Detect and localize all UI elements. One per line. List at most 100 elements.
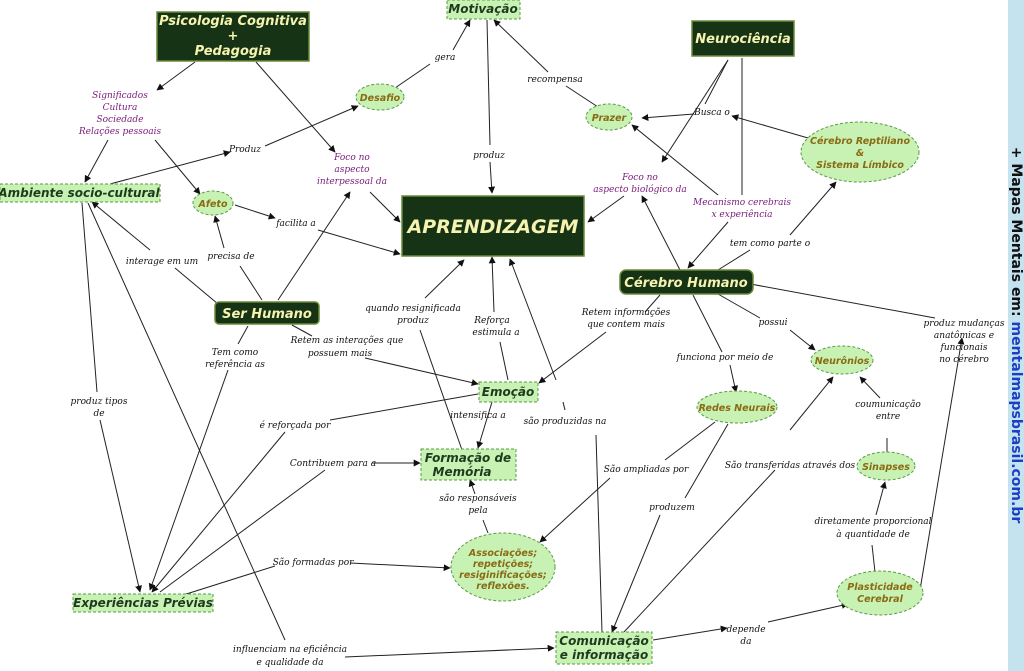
label-interage: interage em um bbox=[126, 257, 198, 267]
svg-text:Memória: Memória bbox=[433, 465, 492, 479]
label-coumunicacao: coumunicação entre bbox=[855, 399, 921, 422]
label-mecanismo: Mecanismo cerebrais x experiência bbox=[692, 198, 791, 220]
label-recompensa: recompensa bbox=[527, 75, 583, 85]
svg-text:Cerebral: Cerebral bbox=[857, 594, 903, 605]
svg-text:e qualidade da: e qualidade da bbox=[256, 658, 323, 668]
svg-text:Neurônios: Neurônios bbox=[815, 356, 870, 367]
label-influenciam: influenciam na eficiência e qualidade da bbox=[233, 644, 347, 668]
edges bbox=[81, 19, 965, 658]
svg-text:Cérebro Humano: Cérebro Humano bbox=[624, 276, 747, 291]
svg-text:Cérebro Reptiliano: Cérebro Reptiliano bbox=[810, 136, 910, 147]
label-possui: possui bbox=[758, 318, 787, 328]
label-funciona: funciona por meio de bbox=[676, 353, 774, 363]
label-busca: Busca o bbox=[693, 108, 730, 118]
label-quando-resignificada: quando resignificada produz bbox=[365, 304, 461, 326]
svg-text:coumunicação: coumunicação bbox=[855, 399, 921, 410]
node-cerebro-humano: Cérebro Humano bbox=[619, 269, 754, 295]
node-psicologia-pedagogia: Psicologia Cognitiva + Pedagogia bbox=[156, 11, 310, 62]
node-associacoes: Associações; repetições; resiginificaçõe… bbox=[450, 532, 556, 602]
svg-text:Afeto: Afeto bbox=[198, 199, 228, 210]
svg-text:quando resignificada: quando resignificada bbox=[365, 304, 461, 314]
svg-text:referência as: referência as bbox=[205, 359, 265, 370]
node-desafio: Desafio bbox=[355, 83, 405, 111]
svg-text:Formação de: Formação de bbox=[425, 451, 511, 465]
node-experiencias-previas: Experiências Prévias bbox=[72, 593, 214, 613]
svg-text:aspecto biológico da: aspecto biológico da bbox=[593, 184, 686, 195]
svg-text:repetições;: repetições; bbox=[473, 559, 533, 570]
node-ser-humano: Ser Humano bbox=[214, 301, 320, 325]
label-gera: gera bbox=[435, 53, 456, 63]
label-foco-interpessoal: Foco no aspecto interpessoal da bbox=[317, 153, 387, 187]
sidebar-banner bbox=[1008, 0, 1024, 671]
svg-text:Prazer: Prazer bbox=[592, 113, 628, 124]
svg-text:no cérebro: no cérebro bbox=[939, 354, 989, 365]
svg-text:estimula a: estimula a bbox=[472, 328, 519, 338]
node-sinapses: Sinapses bbox=[856, 451, 916, 481]
node-aprendizagem: APRENDIZAGEM bbox=[401, 195, 585, 257]
sidebar-prefix: + Mapas Mentais em: bbox=[1008, 146, 1024, 322]
sidebar-url-link[interactable]: mentalmapsbrasil.com.br bbox=[1008, 321, 1024, 524]
svg-text:influenciam na eficiência: influenciam na eficiência bbox=[233, 644, 347, 655]
svg-text:que contem mais: que contem mais bbox=[587, 320, 665, 330]
svg-text:funcionais: funcionais bbox=[940, 343, 988, 353]
node-plasticidade-cerebral: Plasticidade Cerebral bbox=[836, 570, 924, 616]
node-neuronios: Neurônios bbox=[810, 345, 874, 375]
node-emocao: Emoção bbox=[478, 381, 539, 403]
svg-text:Retem informações: Retem informações bbox=[581, 307, 671, 318]
label-responsaveis: são responsáveis pela bbox=[439, 493, 517, 516]
label-retem-interacoes: Retem as interações que possuem mais bbox=[290, 335, 404, 359]
label-reforca: Reforça estimula a bbox=[472, 316, 519, 338]
svg-text:produz tipos: produz tipos bbox=[71, 397, 128, 407]
svg-text:Significados: Significados bbox=[92, 91, 148, 101]
svg-text:possuem mais: possuem mais bbox=[308, 349, 373, 359]
label-produz-desafio: Produz bbox=[228, 145, 261, 155]
label-sao-transferidas: São transferidas através dos bbox=[725, 460, 856, 471]
svg-text:Foco no: Foco no bbox=[621, 173, 658, 183]
svg-text:Ser Humano: Ser Humano bbox=[222, 307, 312, 322]
node-ambiente-socio-cultural: Ambiente socio-cultural bbox=[0, 183, 161, 203]
svg-text:Comunicação: Comunicação bbox=[559, 634, 648, 648]
svg-text:Retem as interações que: Retem as interações que bbox=[290, 335, 404, 346]
label-contribuem: Contribuem para a bbox=[290, 459, 376, 469]
svg-text:Mecanismo cerebrais: Mecanismo cerebrais bbox=[692, 198, 791, 208]
node-redes-neurais: Redes Neurais bbox=[696, 390, 778, 424]
svg-text:Plasticidade: Plasticidade bbox=[847, 582, 913, 593]
svg-text:Associações;: Associações; bbox=[468, 548, 538, 559]
svg-text:são responsáveis: são responsáveis bbox=[439, 493, 517, 504]
svg-text:e informação: e informação bbox=[560, 648, 648, 662]
svg-text:de: de bbox=[93, 409, 104, 419]
label-facilita: facilita a bbox=[275, 219, 316, 229]
svg-text:anatômicas e: anatômicas e bbox=[934, 330, 994, 341]
svg-text:Neurociência: Neurociência bbox=[695, 32, 790, 47]
label-retem-informacoes: Retem informações que contem mais bbox=[581, 307, 671, 330]
label-produz-mudancas: produz mudanças anatômicas e funcionais … bbox=[924, 319, 1005, 365]
svg-text:Redes Neurais: Redes Neurais bbox=[699, 403, 776, 414]
svg-text:Ambiente socio-cultural: Ambiente socio-cultural bbox=[0, 186, 161, 200]
sidebar-banner-text: + Mapas Mentais em: mentalmapsbrasil.com… bbox=[1008, 147, 1024, 524]
node-neurociencia: Neurociência bbox=[691, 20, 795, 57]
svg-text:Emoção: Emoção bbox=[482, 385, 534, 399]
svg-text:Relações pessoais: Relações pessoais bbox=[78, 126, 162, 137]
label-tem-como-parte: tem como parte o bbox=[730, 239, 811, 249]
label-sao-produzidas: são produzidas na bbox=[524, 416, 607, 427]
label-diretamente: diretamente proporcional à quantidade de bbox=[814, 517, 931, 540]
label-precisa: precisa de bbox=[207, 252, 254, 262]
svg-text:da: da bbox=[740, 637, 751, 647]
svg-text:Motivação: Motivação bbox=[448, 2, 517, 16]
label-formadas: São formadas por bbox=[273, 557, 355, 568]
svg-text:Sinapses: Sinapses bbox=[862, 462, 910, 473]
svg-text:Sistema Límbico: Sistema Límbico bbox=[816, 160, 904, 171]
svg-text:Experiências Prévias: Experiências Prévias bbox=[73, 596, 213, 610]
svg-text:APRENDIZAGEM: APRENDIZAGEM bbox=[406, 216, 579, 238]
svg-text:à quantidade de: à quantidade de bbox=[836, 529, 910, 540]
label-intensifica: intensifica a bbox=[450, 411, 506, 421]
label-significados: Significados Cultura Sociedade Relações … bbox=[78, 91, 162, 137]
label-produz: produz bbox=[473, 151, 505, 161]
svg-text:Tem como: Tem como bbox=[212, 348, 259, 358]
label-tem-como-referencia: Tem como referência as bbox=[205, 348, 265, 370]
svg-text:Pedagogia: Pedagogia bbox=[195, 44, 272, 59]
svg-text:entre: entre bbox=[876, 412, 900, 422]
svg-text:interpessoal da: interpessoal da bbox=[317, 177, 387, 187]
label-depende: depende da bbox=[726, 625, 765, 647]
svg-text:Reforça: Reforça bbox=[473, 316, 510, 326]
